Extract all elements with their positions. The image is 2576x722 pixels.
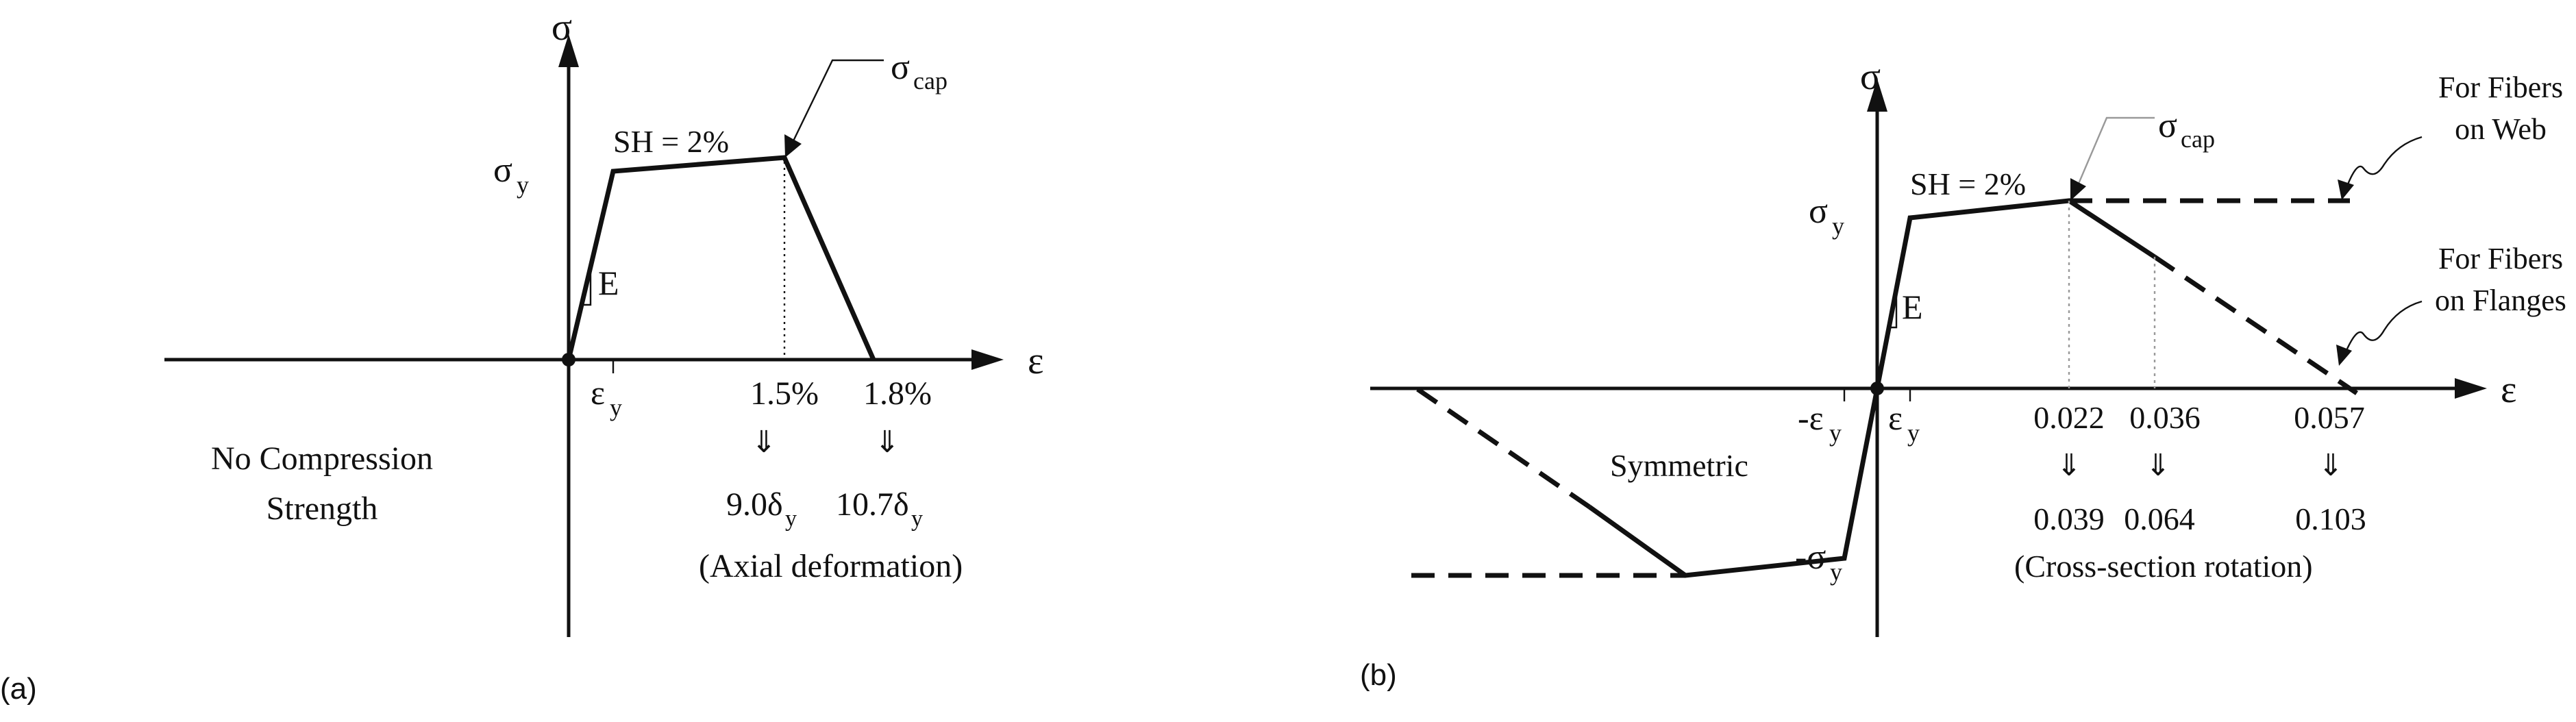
panel-b-symmetric-label: Symmetric xyxy=(1610,448,1748,483)
panel-b-web-leader xyxy=(2343,136,2423,194)
panel-a-sh-label: SH = 2% xyxy=(613,124,729,159)
panel-b-rot-3-label: 0.103 xyxy=(2295,501,2366,536)
panel-b-neg-sigma-y-label: -σ xyxy=(1795,538,1826,577)
panel-b-cap-leader xyxy=(2073,116,2155,194)
panel-b-compression-curve xyxy=(1587,388,1880,578)
panel-b-neg-sigma-y-sub: y xyxy=(1830,558,1842,586)
panel-b-arrow-1: ⇓ xyxy=(2057,449,2082,482)
panel-b-sh-label: SH = 2% xyxy=(1910,166,2026,201)
panel-a-arrow-1: ⇓ xyxy=(752,425,777,459)
panel-b-strain-2-label: 0.036 xyxy=(2129,400,2201,435)
panel-a-eps-y-sub: y xyxy=(610,394,622,421)
panel-b-rotation-caption: (Cross-section rotation) xyxy=(2014,549,2313,584)
panel-b-y-axis-arrow xyxy=(1867,79,1887,112)
panel-b-neg-eps-y-label: -ε xyxy=(1798,399,1824,437)
panel-b-sigma-cap-sub: cap xyxy=(2181,125,2215,153)
panel-b-eps-y-sub: y xyxy=(1907,419,1920,447)
panel-a-sigma-y-sub: y xyxy=(517,171,529,199)
panel-b-x-axis-arrow xyxy=(2455,378,2487,399)
panel-b-x-axis-label: ε xyxy=(2501,369,2517,411)
panel-b-compression-softening-dashed xyxy=(1410,383,1591,509)
panel-b-tension-curve xyxy=(1874,198,2156,389)
panel-a-y-axis-label: σ xyxy=(552,6,572,49)
panel-b-flange-softening-dashed xyxy=(2153,255,2358,395)
panel-b-origin-dot xyxy=(1870,382,1884,395)
panel-b-flange-leader-arrow xyxy=(2336,345,2352,366)
panel-b-sigma-y-sub: y xyxy=(1832,212,1844,240)
panel-a: σ ε σ y E SH = 2% σ cap ε y 1.5% 1.8% ⇓ … xyxy=(0,6,1044,706)
panel-a-label: (a) xyxy=(0,672,37,706)
panel-b-arrow-3: ⇓ xyxy=(2318,449,2344,482)
panel-b-rot-1-label: 0.039 xyxy=(2033,501,2105,536)
panel-a-no-compression-line2: Strength xyxy=(267,490,378,527)
panel-b: σ ε σ y -σ y E SH = 2% σ cap ε y -ε y 0.… xyxy=(1360,55,2566,692)
panel-a-y-axis-arrow xyxy=(558,34,579,67)
panel-a-strain-1-label: 1.5% xyxy=(750,375,819,412)
panel-a-cap-leader-arrow xyxy=(784,134,802,158)
panel-a-no-compression-line1: No Compression xyxy=(211,440,433,477)
panel-a-arrow-2: ⇓ xyxy=(875,425,900,459)
panel-a-stress-strain-curve xyxy=(566,155,876,361)
panel-b-y-axis-label: σ xyxy=(1860,55,1881,98)
panel-a-origin-dot xyxy=(562,353,575,366)
panel-b-rot-2-label: 0.064 xyxy=(2124,501,2195,536)
panel-a-def-1-sub: y xyxy=(785,506,797,532)
panel-b-strain-1-label: 0.022 xyxy=(2033,400,2105,435)
panel-b-neg-eps-y-sub: y xyxy=(1829,419,1842,447)
panel-a-x-axis-label: ε xyxy=(1028,340,1044,382)
panel-a-def-2-label: 10.7δ xyxy=(836,486,909,523)
panel-b-flange-line2: on Flanges xyxy=(2435,284,2566,317)
panel-a-slope-triangle xyxy=(581,267,592,306)
panel-b-flange-leader xyxy=(2342,300,2423,359)
panel-a-x-axis-arrow xyxy=(971,349,1004,370)
panel-a-def-1-label: 9.0δ xyxy=(726,486,783,523)
panel-a-eps-y-label: ε xyxy=(591,373,605,412)
panel-b-strain-3-label: 0.057 xyxy=(2294,400,2365,435)
panel-b-web-line2: on Web xyxy=(2455,112,2547,146)
panel-b-eps-y-label: ε xyxy=(1888,399,1903,437)
panel-a-sigma-cap-sub: cap xyxy=(913,67,948,95)
panel-a-cap-leader xyxy=(788,59,884,150)
panel-b-web-leader-arrow xyxy=(2338,179,2354,200)
panel-b-modulus-label: E xyxy=(1902,288,1923,326)
panel-a-sigma-cap-label: σ xyxy=(891,48,910,87)
panel-b-web-line1: For Fibers xyxy=(2438,71,2563,104)
panel-b-flange-line1: For Fibers xyxy=(2438,242,2563,275)
panel-b-slope-triangle xyxy=(1888,295,1898,329)
panel-b-label: (b) xyxy=(1360,658,1397,692)
panel-b-arrow-2: ⇓ xyxy=(2146,449,2171,482)
panel-a-sigma-y-label: σ xyxy=(493,151,512,190)
panel-b-cap-leader-arrow xyxy=(2070,178,2086,201)
panel-a-def-2-sub: y xyxy=(911,506,923,532)
panel-a-modulus-label: E xyxy=(598,264,619,302)
panel-a-strain-2-label: 1.8% xyxy=(863,375,932,412)
panel-a-deformation-caption: (Axial deformation) xyxy=(699,548,963,584)
panel-b-sigma-y-label: σ xyxy=(1809,192,1828,231)
panel-b-sigma-cap-label: σ xyxy=(2158,106,2177,145)
